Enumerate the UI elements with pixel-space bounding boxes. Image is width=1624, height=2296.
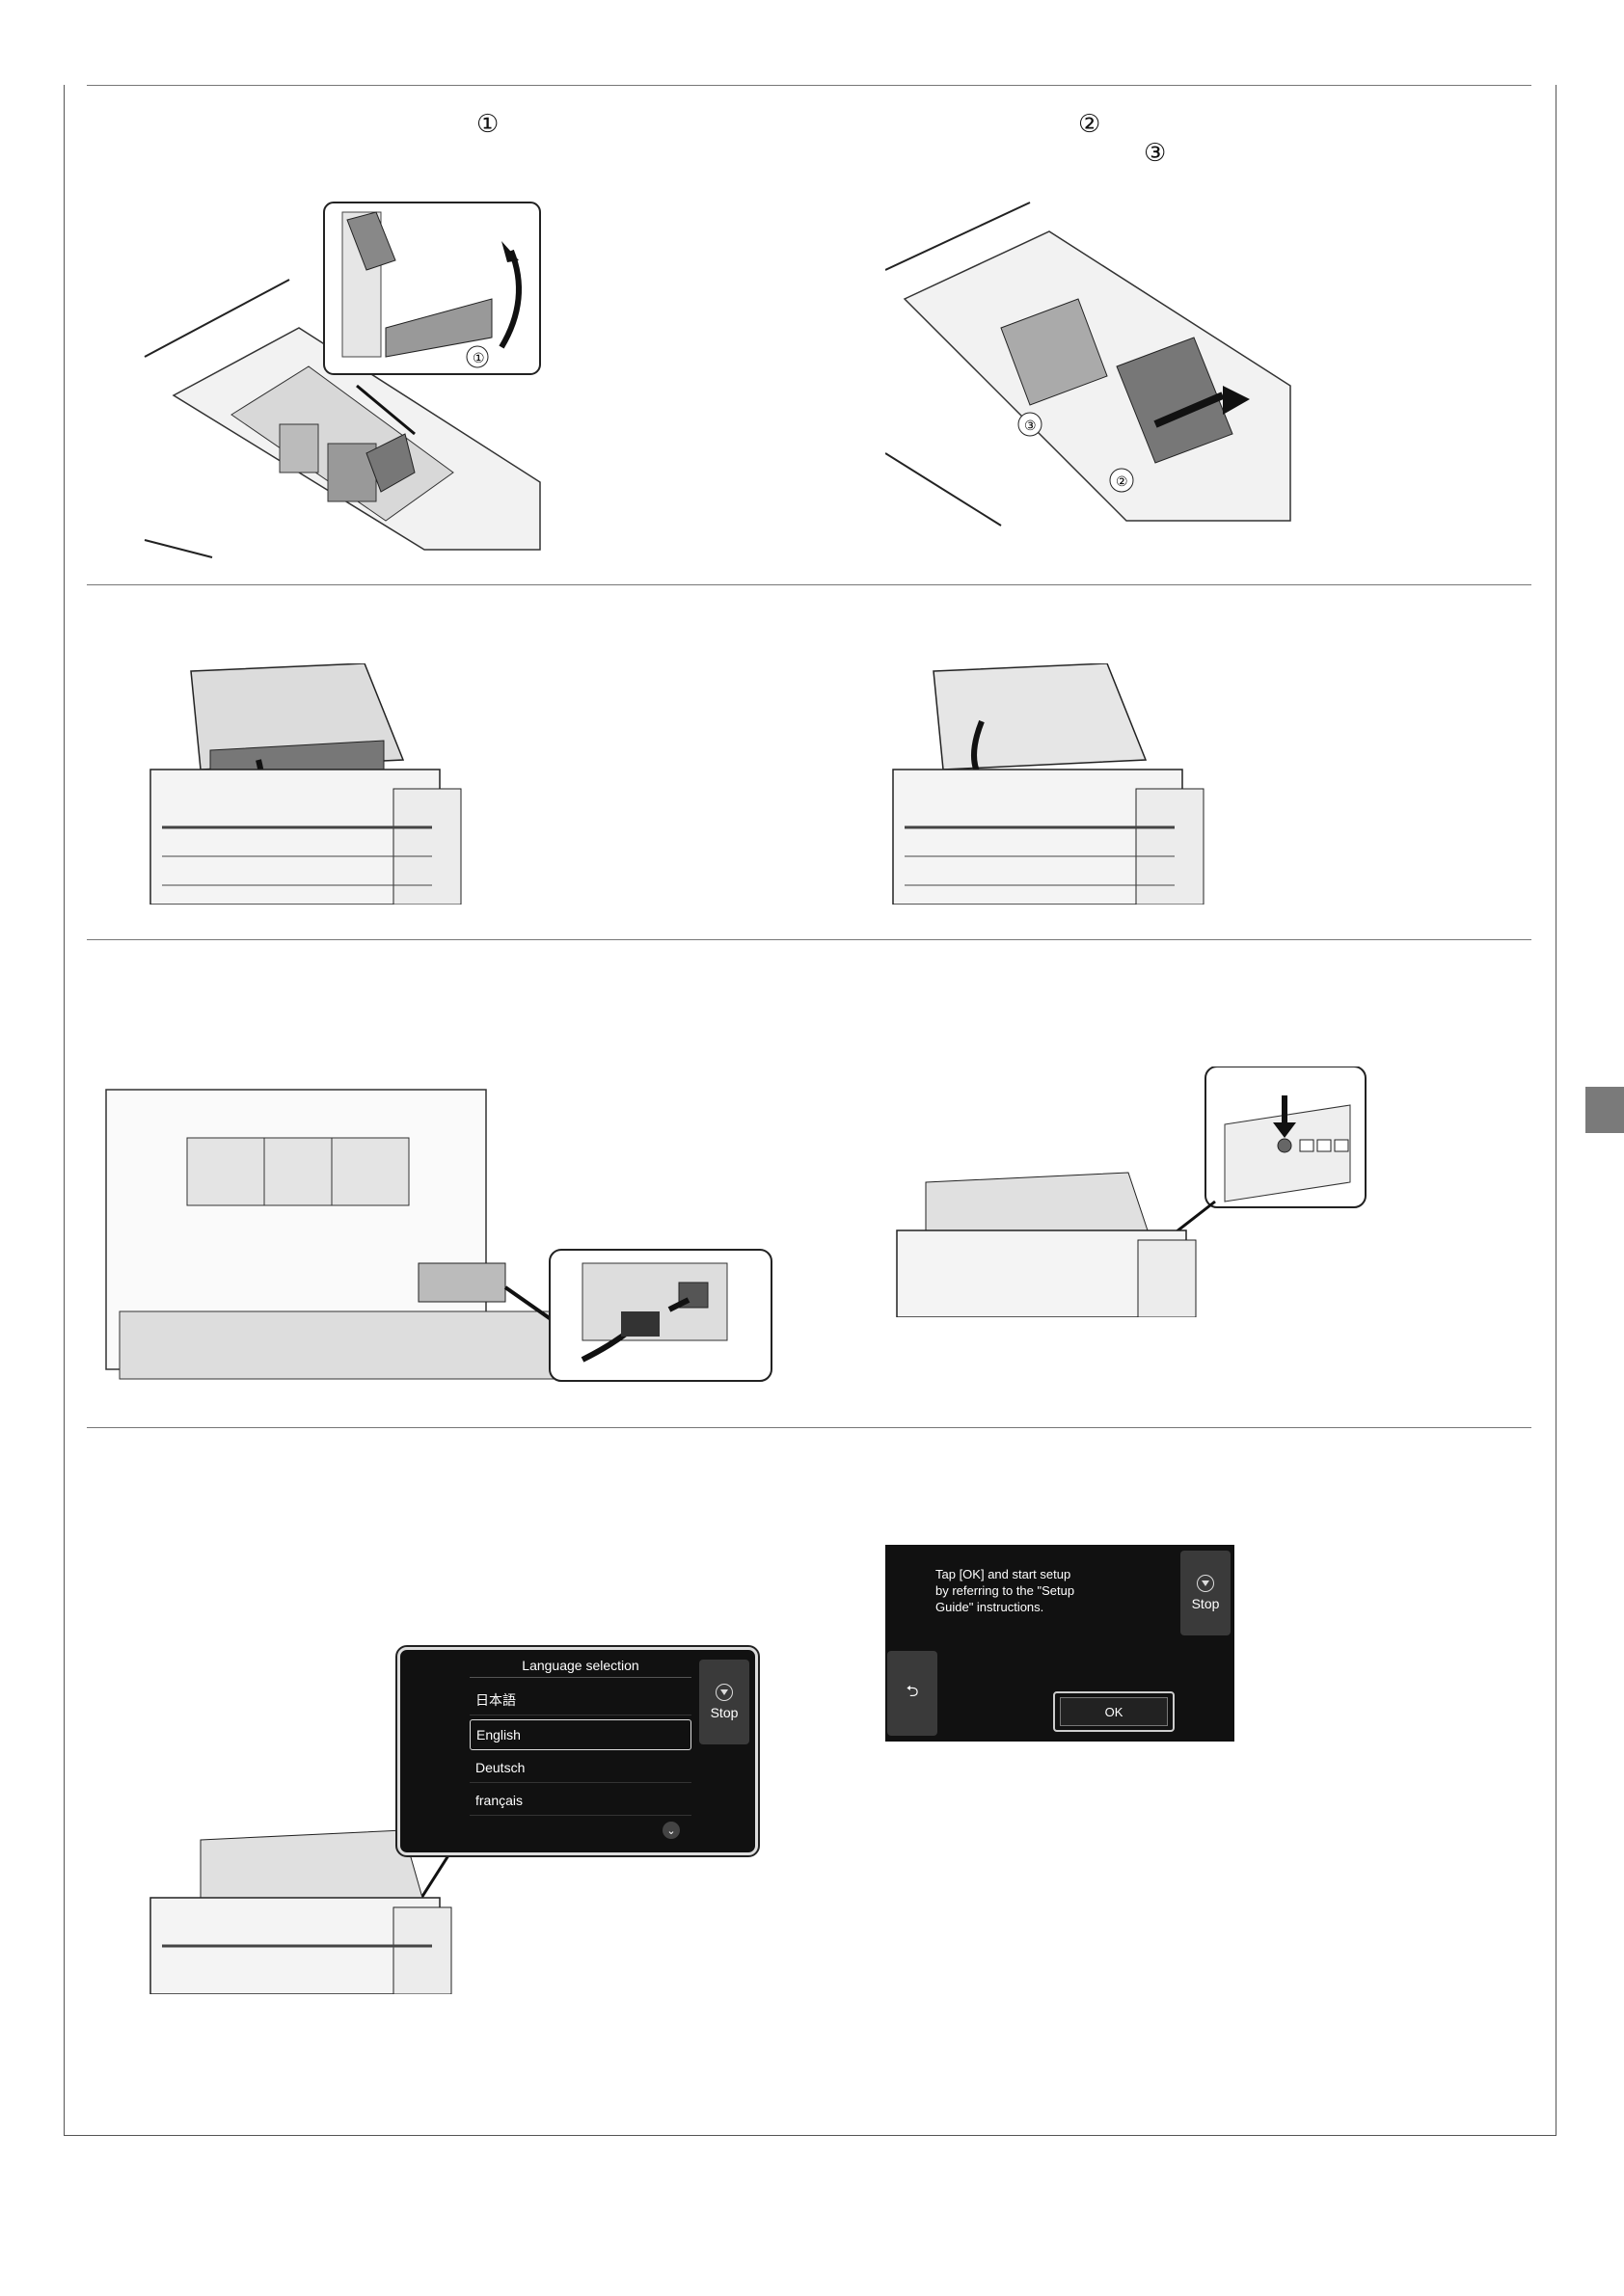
stop-label: Stop bbox=[711, 1705, 739, 1720]
release-lever-illustration: ① bbox=[135, 193, 559, 559]
close-cover-illustration-right bbox=[885, 663, 1252, 905]
section-divider-2 bbox=[87, 939, 1531, 940]
message-line-3: Guide" instructions. bbox=[935, 1599, 1074, 1615]
back-icon: ⮌ bbox=[907, 1681, 919, 1707]
carriage-illustration: ③ ② bbox=[885, 193, 1300, 540]
stop-icon bbox=[1197, 1575, 1214, 1592]
setup-stop-button[interactable]: Stop bbox=[1180, 1551, 1231, 1635]
close-cover-illustration-left bbox=[143, 663, 509, 905]
title-divider bbox=[470, 1677, 691, 1678]
ok-button-label: OK bbox=[1060, 1697, 1168, 1726]
power-button-illustration bbox=[887, 1067, 1369, 1317]
screen-title: Language selection bbox=[470, 1658, 691, 1673]
scroll-down-icon[interactable]: ⌄ bbox=[663, 1822, 680, 1839]
ok-button[interactable]: OK bbox=[1053, 1691, 1175, 1732]
power-cord-illustration bbox=[100, 1080, 775, 1389]
message-line-2: by referring to the "Setup bbox=[935, 1582, 1074, 1599]
callout-1: ① bbox=[476, 110, 499, 139]
lang-option-french[interactable]: français bbox=[470, 1785, 691, 1816]
stop-icon bbox=[716, 1684, 733, 1701]
callout-2: ② bbox=[1078, 110, 1100, 139]
guide-label: ③ bbox=[1024, 418, 1037, 433]
stop-button[interactable]: Stop bbox=[699, 1660, 749, 1744]
lang-option-german[interactable]: Deutsch bbox=[470, 1752, 691, 1783]
section-divider-3 bbox=[87, 1427, 1531, 1428]
callout-3: ③ bbox=[1144, 139, 1166, 168]
section-divider-1 bbox=[87, 584, 1531, 585]
release-lever-label: ① bbox=[473, 350, 485, 365]
carriage-label: ② bbox=[1116, 473, 1128, 489]
section-tab bbox=[1585, 1087, 1624, 1133]
message-line-1: Tap [OK] and start setup bbox=[935, 1566, 1074, 1582]
setup-screen: Tap [OK] and start setup by referring to… bbox=[885, 1545, 1234, 1742]
lang-option-english[interactable]: English bbox=[470, 1719, 691, 1750]
language-selection-screen: Language selection 日本語 English Deutsch f… bbox=[397, 1647, 758, 1855]
lang-option-japanese[interactable]: 日本語 bbox=[470, 1685, 691, 1715]
back-button[interactable]: ⮌ bbox=[887, 1651, 937, 1736]
setup-message: Tap [OK] and start setup by referring to… bbox=[935, 1566, 1074, 1615]
section-divider-top bbox=[87, 85, 1531, 86]
setup-stop-label: Stop bbox=[1192, 1596, 1220, 1611]
